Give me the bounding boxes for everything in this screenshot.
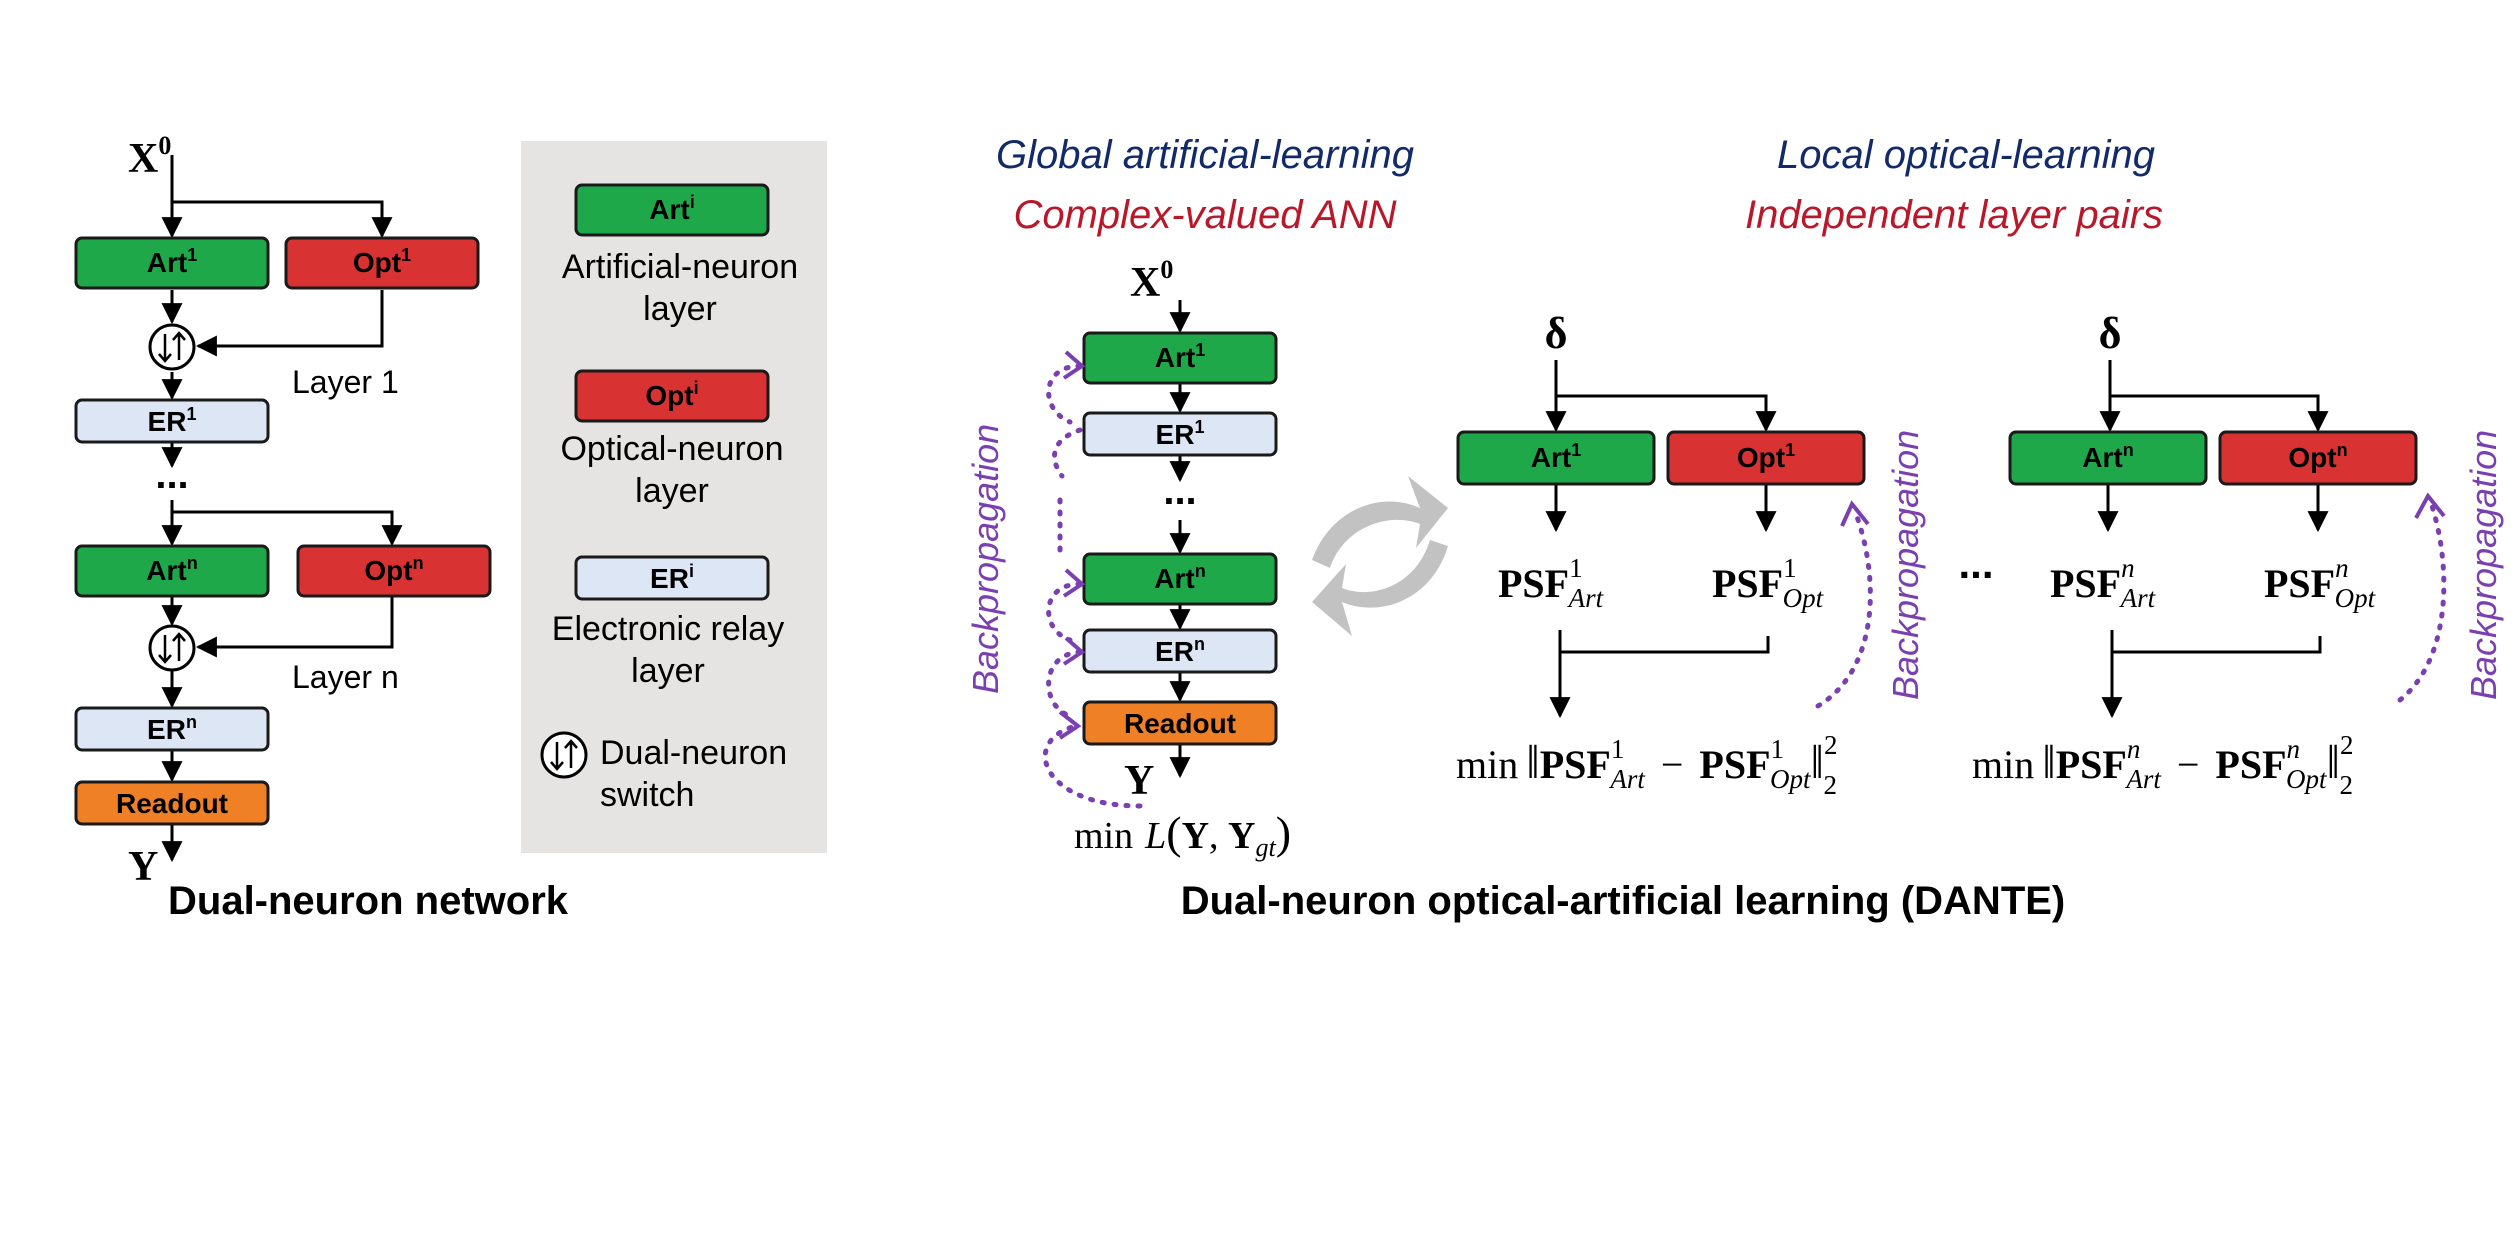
pair1-backprop-label: Backpropagation [1885, 430, 1926, 700]
global-ellipsis: ... [1163, 469, 1196, 513]
opt-layer-n [296, 544, 492, 598]
layer-1-label: Layer 1 [292, 364, 399, 400]
local-art-1 [1456, 430, 1656, 486]
global-input-symbol: X0 [1130, 255, 1173, 306]
art-layer-1-label: Art1 [147, 245, 197, 278]
local-opt-1 [1666, 430, 1866, 486]
global-backprop-arrowheads [1058, 350, 1086, 740]
cycle-arrows-icon [1312, 476, 1448, 636]
global-learning-panel: Global artificial-learning Complex-value… [965, 133, 1448, 862]
global-readout-label: Readout [1124, 708, 1236, 739]
opt-layer-1 [284, 236, 480, 290]
legend-switch-icon [540, 731, 588, 779]
legend-art-swatch-label: Arti [649, 192, 694, 225]
legend-opt-line2: layer [635, 472, 709, 510]
legend-art-line2: layer [643, 290, 717, 328]
legend-er-swatch [574, 555, 770, 601]
legend-art-swatch [574, 183, 770, 237]
er-layer-1-label: ER1 [148, 404, 197, 437]
left-caption: Dual-neuron network [168, 879, 569, 923]
dual-neuron-switch-icon [148, 323, 196, 371]
legend-er-line2: layer [631, 652, 705, 690]
left-panel: X0 Art1 Opt1 Layer 1 ER1 ... [74, 131, 569, 923]
global-er-1 [1082, 411, 1278, 457]
legend-switch-line2: switch [600, 776, 694, 814]
layer-n-label: Layer n [292, 659, 399, 695]
pair1-backprop-arrow [1815, 511, 1873, 709]
global-er-n [1082, 628, 1278, 674]
global-backprop-arrows [1042, 363, 1143, 809]
legend-switch-line1: Dual-neuron [600, 734, 787, 772]
pairn-backprop-arrowhead [2414, 492, 2446, 519]
local-art-n [2008, 430, 2208, 486]
er-layer-1 [74, 398, 270, 444]
legend-opt-swatch-label: Opti [645, 378, 698, 411]
delta-symbol-1: δ [1545, 309, 1568, 358]
local-opt-1-label: Opt1 [1737, 440, 1795, 473]
global-art-n-label: Artn [1154, 561, 1205, 594]
global-readout [1082, 700, 1278, 746]
global-backprop-label: Backpropagation [965, 424, 1006, 694]
legend-er-swatch-label: ERi [650, 561, 694, 594]
art-layer-1 [74, 236, 270, 290]
local-opt-n-label: Optn [2288, 440, 2347, 473]
global-art-1 [1082, 331, 1278, 385]
global-title: Global artificial-learning [996, 133, 1414, 177]
output-symbol: Y [128, 844, 158, 890]
local-art-1-label: Art1 [1531, 440, 1581, 473]
delta-symbol-n: δ [2099, 309, 2122, 358]
local-opt-n [2218, 430, 2418, 486]
er-layer-n-label: ERn [147, 712, 197, 745]
global-output-symbol: Y [1124, 758, 1154, 804]
dual-neuron-switch-icon [148, 624, 196, 672]
pairn-backprop-label: Backpropagation [2463, 430, 2504, 700]
local-title: Local optical-learning [1777, 133, 2155, 177]
legend-er-line1: Electronic relay [552, 610, 784, 648]
input-symbol: X0 [128, 131, 171, 182]
global-er-n-label: ERn [1155, 634, 1205, 667]
pairs-ellipsis: ... [1958, 540, 1993, 587]
global-er-1-label: ER1 [1156, 417, 1205, 450]
opt-layer-1-label: Opt1 [353, 245, 411, 278]
global-art-1-label: Art1 [1155, 340, 1205, 373]
global-subtitle: Complex-valued ANN [1013, 193, 1396, 237]
dante-caption: Dual-neuron optical-artificial learning … [1181, 879, 2066, 923]
readout-block [74, 780, 270, 826]
connectors-top [161, 155, 393, 469]
global-art-n [1082, 552, 1278, 606]
ellipsis: ... [155, 453, 188, 497]
legend: Arti Artificial-neuron layer Opti Optica… [521, 141, 827, 853]
local-art-n-label: Artn [2082, 440, 2133, 473]
legend-art-line1: Artificial-neuron [562, 248, 798, 286]
pair1-connectors [1545, 360, 1777, 719]
legend-opt-swatch [574, 369, 770, 423]
connectors-bottom [161, 500, 403, 863]
pairn-backprop-arrow [2397, 503, 2447, 703]
local-subtitle: Independent layer pairs [1745, 193, 2163, 237]
er-layer-n [74, 706, 270, 752]
pair1-backprop-arrowhead [1840, 500, 1870, 527]
legend-opt-line1: Optical-neuron [560, 430, 783, 468]
art-layer-n [74, 544, 270, 598]
pairn-connectors [2097, 360, 2329, 719]
opt-layer-n-label: Optn [364, 553, 423, 586]
local-learning-panel: Local optical-learning Independent layer… [1456, 133, 2504, 800]
art-layer-n-label: Artn [146, 553, 197, 586]
readout-label: Readout [116, 788, 228, 819]
